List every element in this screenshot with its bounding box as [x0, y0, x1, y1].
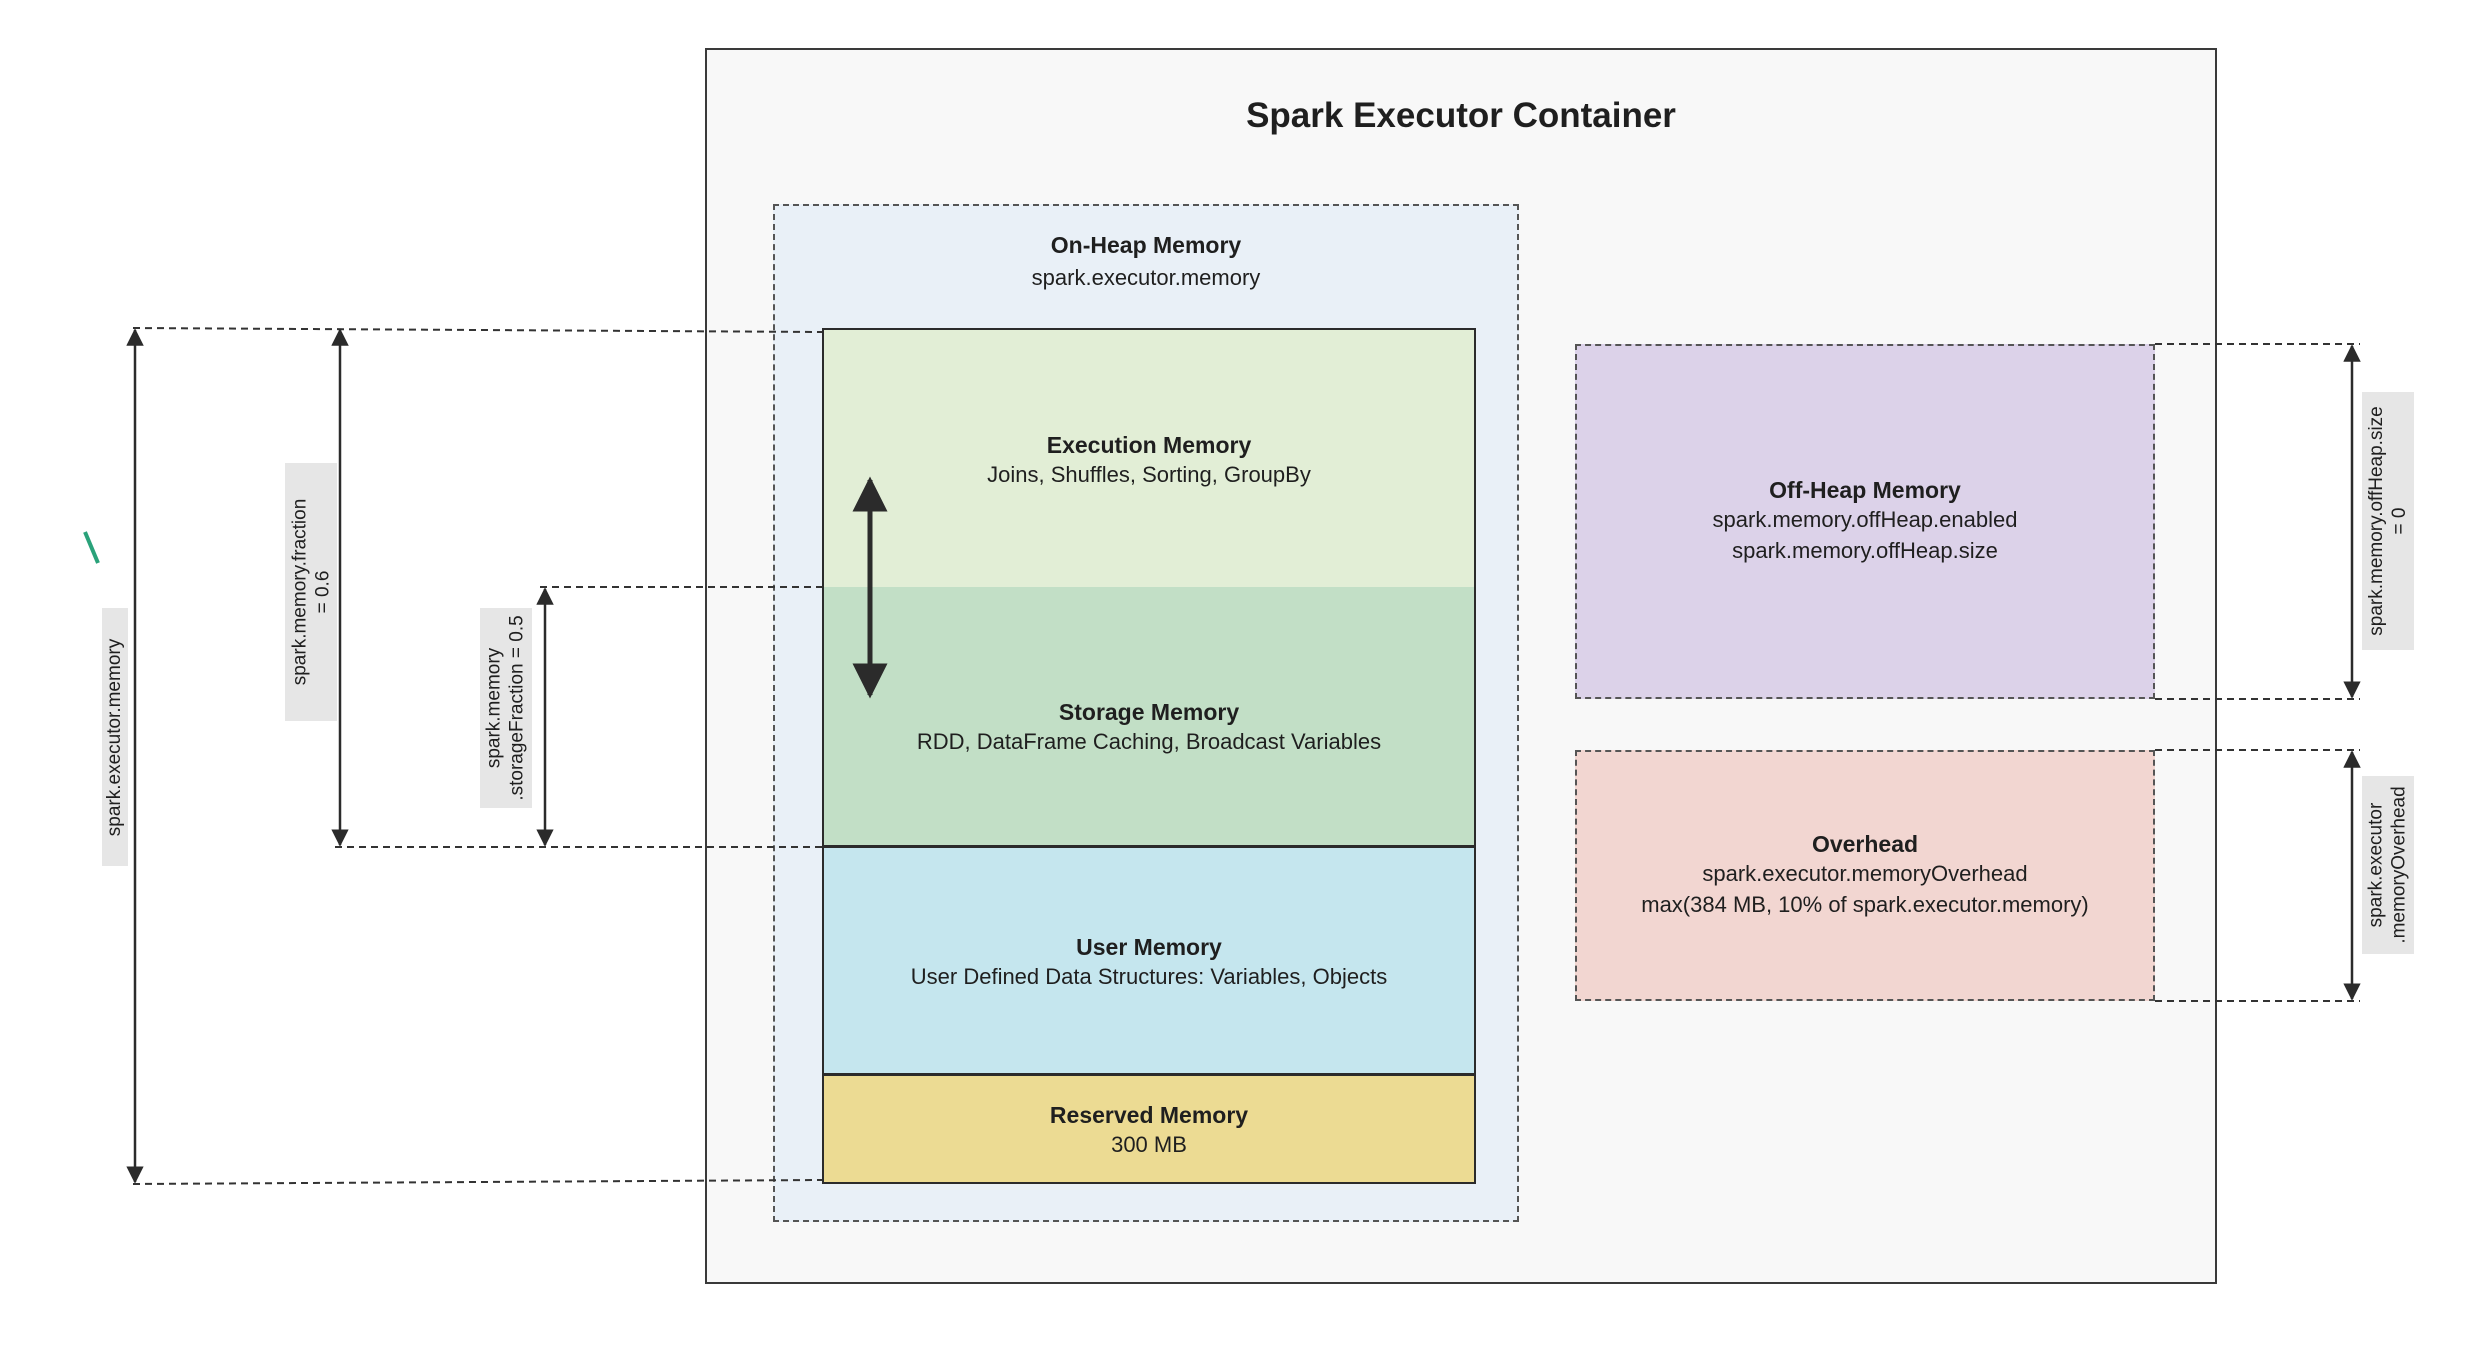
diagram-title: Spark Executor Container: [1246, 96, 1676, 135]
off-heap-block: Off-Heap Memory spark.memory.offHeap.ena…: [1575, 344, 2155, 699]
reserved-memory-subtitle: 300 MB: [1111, 1132, 1187, 1157]
overhead-line2: max(384 MB, 10% of spark.executor.memory…: [1641, 892, 2089, 917]
execution-memory-title: Execution Memory: [1046, 432, 1252, 458]
storage-fraction-line2: .storageFraction = 0.5: [507, 615, 529, 801]
off-heap-line2: spark.memory.offHeap.size: [1732, 538, 1998, 563]
overhead-block: Overhead spark.executor.memoryOverhead m…: [1575, 750, 2155, 1001]
execution-memory-block: Execution Memory Joins, Shuffles, Sortin…: [822, 328, 1476, 588]
overhead-label: spark.executor.memoryOverhead: [2362, 776, 2414, 954]
overhead-line1: spark.executor.memoryOverhead: [1702, 861, 2028, 886]
memory-fraction-line2: = 0.6: [312, 570, 333, 614]
overhead-line1-label: spark.executor: [2366, 802, 2387, 928]
storage-memory-subtitle: RDD, DataFrame Caching, Broadcast Variab…: [916, 729, 1382, 754]
executor-memory-text: spark.executor.memory: [104, 638, 126, 836]
storage-fraction-line1: spark.memory: [484, 647, 506, 769]
offheap-size-line2: = 0: [2389, 507, 2410, 535]
executor-memory-label: spark.executor.memory: [102, 608, 128, 866]
overhead-line2-label: .memoryOverhead: [2389, 786, 2410, 944]
storage-memory-title: Storage Memory: [1058, 699, 1240, 725]
reserved-memory-block: Reserved Memory 300 MB: [822, 1074, 1476, 1184]
green-mark: [83, 531, 100, 564]
storage-memory-block: Storage Memory RDD, DataFrame Caching, B…: [822, 587, 1476, 847]
offheap-size-line1: spark.memory.offHeap.size: [2366, 406, 2387, 636]
dashed-leaders: [132, 327, 2360, 1185]
dimension-arrows: [126, 328, 2361, 1184]
offheap-size-label: spark.memory.offHeap.size= 0: [2362, 392, 2414, 650]
user-memory-block: User Memory User Defined Data Structures…: [822, 846, 1476, 1075]
on-heap-title: On-Heap Memory: [1050, 232, 1242, 258]
reserved-memory-title: Reserved Memory: [1049, 1102, 1249, 1128]
storage-fraction-label: spark.memory.storageFraction = 0.5: [480, 608, 532, 808]
execution-memory-subtitle: Joins, Shuffles, Sorting, GroupBy: [987, 462, 1311, 487]
user-memory-title: User Memory: [1076, 934, 1222, 960]
off-heap-line1: spark.memory.offHeap.enabled: [1712, 507, 2018, 532]
memory-fraction-label: spark.memory.fraction= 0.6: [285, 463, 337, 721]
on-heap-subtitle: spark.executor.memory: [1031, 265, 1261, 290]
memory-fraction-line1: spark.memory.fraction: [289, 498, 310, 686]
user-memory-subtitle: User Defined Data Structures: Variables,…: [910, 964, 1388, 989]
off-heap-title: Off-Heap Memory: [1769, 477, 1961, 503]
overhead-title: Overhead: [1811, 831, 1919, 857]
